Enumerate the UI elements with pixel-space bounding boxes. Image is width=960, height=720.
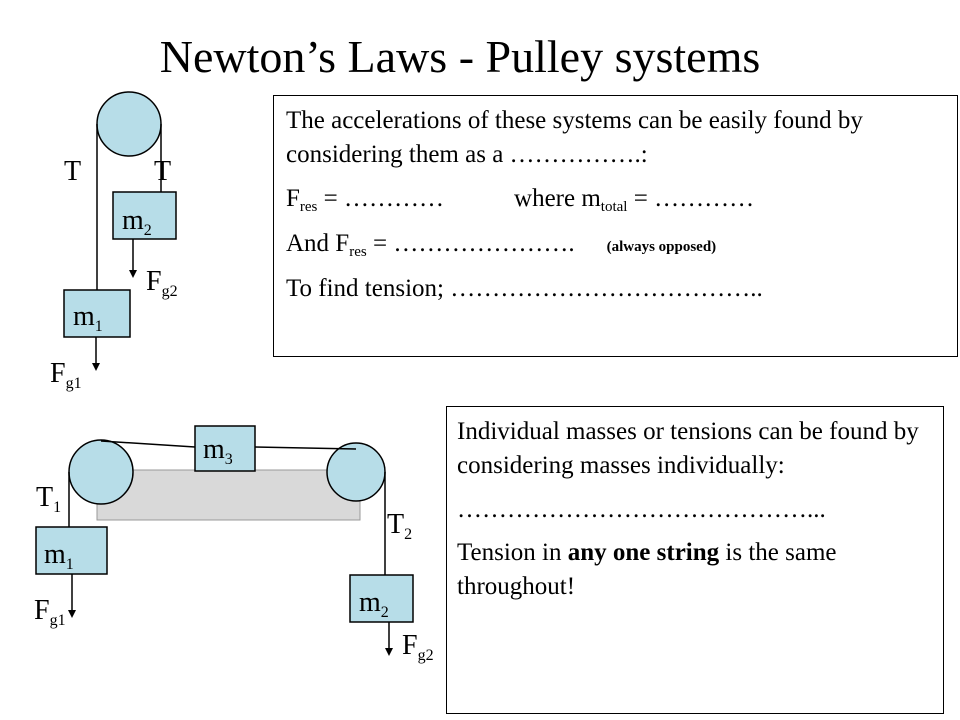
force-g1-label-2: Fg1 <box>34 595 66 629</box>
individual-masses-text-box: Individual masses or tensions can be fou… <box>446 406 944 714</box>
tension-label-left: T <box>64 156 82 187</box>
always-opposed-note: (always opposed) <box>606 238 717 255</box>
mass-3-label: m3 <box>203 434 233 468</box>
and-fres-line: And Fres = ………………….(always opposed) <box>286 229 717 260</box>
tension-throughout-line: Tension in any one string is the same th… <box>457 539 837 600</box>
single-pulley-diagram <box>63 91 177 371</box>
force-arrow-g1-2-head <box>68 610 76 618</box>
force-g2-label-2: Fg2 <box>402 630 434 664</box>
mass-2-label-2: m2 <box>359 587 389 621</box>
tension-1-label: T1 <box>36 482 62 516</box>
mass-3-block <box>194 425 256 472</box>
tension-2-label: T2 <box>387 509 413 543</box>
individual-intro: Individual masses or tensions can be fou… <box>457 418 919 479</box>
mass-2-block-2 <box>349 574 414 623</box>
string-top-left <box>100 440 196 448</box>
force-g2-label: Fg2 <box>146 266 178 300</box>
mass-2-block <box>112 191 177 240</box>
fres-line: Fres = …………where mtotal = ………… <box>286 184 755 215</box>
table <box>96 469 361 521</box>
mass-1-block <box>63 289 131 338</box>
pulley-left <box>68 439 134 505</box>
acceleration-intro: The accelerations of these systems can b… <box>286 107 863 168</box>
force-arrow-g2-head <box>129 270 137 278</box>
tension-label-right: T <box>154 156 172 187</box>
mass-1-block-2 <box>35 526 108 575</box>
mass-1-label-2: m1 <box>44 539 74 573</box>
pulley-1 <box>96 91 162 157</box>
mass-1-label: m1 <box>73 301 103 335</box>
acceleration-text-box: The accelerations of these systems can b… <box>273 95 958 357</box>
tension-line: To find tension; ……………………………….. <box>286 275 763 302</box>
pulley-right <box>326 442 386 502</box>
dots-line: ……………………………………... <box>457 495 826 523</box>
force-g1-label: Fg1 <box>50 358 82 392</box>
mass-2-label: m2 <box>122 205 152 239</box>
page-title: Newton’s Laws - Pulley systems <box>159 31 761 82</box>
force-arrow-g2-2-head <box>385 648 393 656</box>
string-top-right <box>254 446 357 450</box>
force-arrow-g1-head <box>92 363 100 371</box>
two-pulley-diagram <box>35 425 414 656</box>
